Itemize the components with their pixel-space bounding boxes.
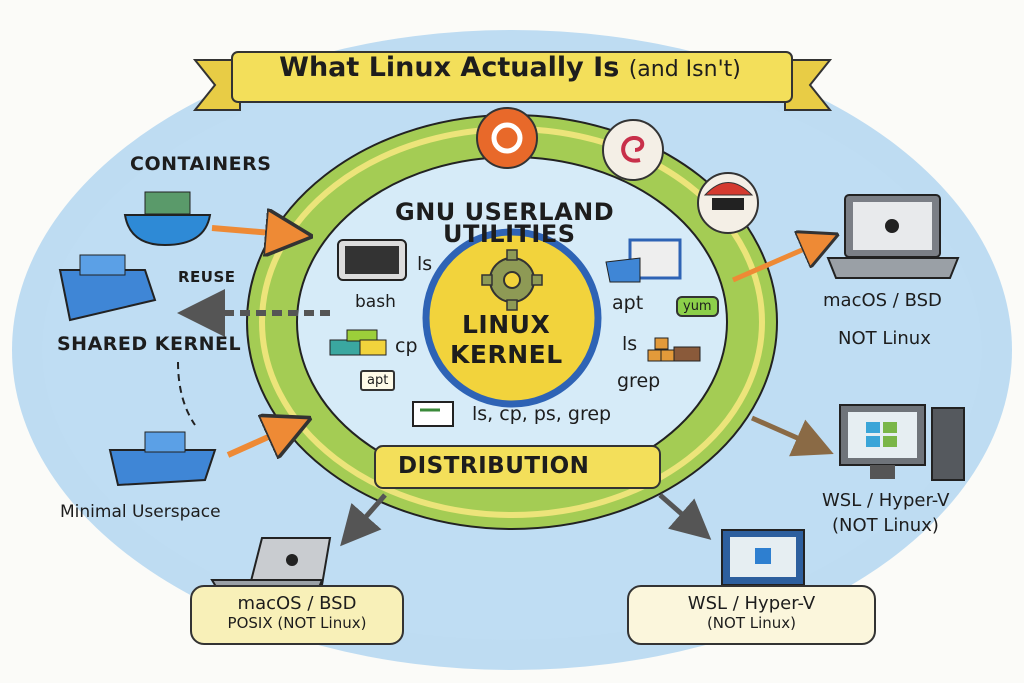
gear-icon (481, 249, 543, 311)
util-cp: cp (395, 335, 418, 357)
document-icon (412, 401, 454, 427)
minimal-container-icon (108, 431, 217, 487)
page-title: What Linux Actually Is (and Isn't) (230, 52, 790, 83)
util-yum-tag: yum (676, 296, 719, 317)
kernel-core (422, 228, 602, 408)
shared-kernel-label: SHARED KERNEL (57, 333, 242, 355)
wsl-note: (NOT Linux) (832, 515, 939, 536)
bottom-mac-title: macOS / BSD (237, 593, 357, 614)
windows-desktop-icon (839, 404, 965, 481)
docker-whale-icon (123, 191, 212, 247)
bottom-left-arrow (340, 493, 387, 547)
bottom-mac-box: macOS / BSD POSIX (NOT Linux) (190, 585, 404, 645)
crates-icon (647, 337, 701, 362)
terminal-icon (337, 239, 407, 281)
bottom-windows-monitor-icon (721, 529, 805, 586)
wsl-title: WSL / Hyper-V (822, 490, 950, 511)
kernel-label-line1: LINUX (462, 310, 551, 339)
window-icon (605, 238, 682, 283)
reuse-label: REUSE (178, 268, 236, 286)
kernel-label-line2: KERNEL (450, 340, 563, 369)
minimal-userspace-label: Minimal Userspace (60, 502, 221, 522)
blocks-icon (329, 329, 387, 356)
debian-logo-icon (602, 119, 664, 181)
bottom-right-arrow (658, 493, 712, 540)
util-ls-right: ls (622, 333, 638, 355)
title-aside: (and Isn't) (628, 57, 741, 82)
util-list-bottom: ls, cp, ps, grep (472, 403, 612, 425)
util-apt-tag: apt (360, 370, 396, 391)
util-grep: grep (617, 370, 661, 392)
util-ls-left: ls (417, 253, 433, 275)
mac-note: NOT Linux (838, 328, 931, 349)
bottom-mac-note: POSIX (NOT Linux) (227, 614, 367, 632)
distribution-label: DISTRIBUTION (398, 453, 590, 479)
redhat-logo-icon (697, 172, 759, 234)
dashed-connector (177, 361, 196, 426)
bottom-wsl-box: WSL / Hyper-V (NOT Linux) (627, 585, 876, 645)
mac-laptop-icon (826, 194, 960, 279)
containers-label: CONTAINERS (130, 153, 272, 175)
title-main: What Linux Actually Is (279, 52, 620, 83)
ring-label-line2: UTILITIES (443, 220, 576, 248)
minimal-arrow (226, 425, 295, 455)
util-apt-right: apt (612, 292, 644, 314)
mac-arrow (732, 240, 825, 283)
containers-arrow (211, 228, 295, 235)
ubuntu-logo-icon (476, 107, 538, 169)
bottom-wsl-note: (NOT Linux) (706, 614, 797, 632)
distribution-banner (374, 445, 661, 489)
container-box-icon (58, 254, 157, 322)
util-bash: bash (355, 292, 396, 312)
mac-title: macOS / BSD (823, 290, 942, 311)
wsl-arrow (750, 415, 834, 457)
ring-label-line1: GNU USERLAND (395, 198, 615, 226)
bottom-wsl-title: WSL / Hyper-V (687, 593, 816, 614)
